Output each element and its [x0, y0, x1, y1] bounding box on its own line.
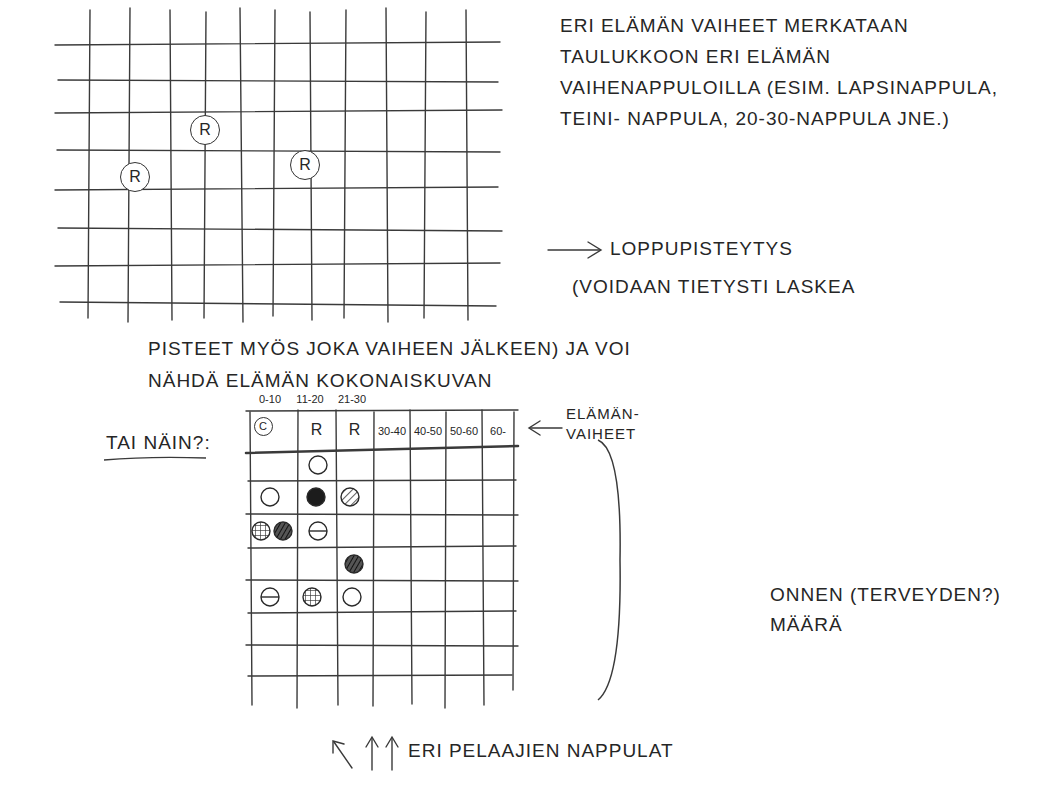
note-text: ERI ELÄMÄN VAIHEET MERKATAAN TAULUKKOON … [560, 10, 1000, 134]
column-label: 0-10 [250, 392, 290, 406]
circle-letter: R [199, 122, 211, 138]
column-label: 11-20 [290, 392, 330, 406]
note-text: NÄHDÄ ELÄMÄN KOKONAISKUVAN [148, 368, 493, 394]
player-pieces [252, 456, 363, 606]
note-text: ERI PELAAJIEN NAPPULAT [408, 738, 674, 764]
bottom-table [246, 410, 518, 708]
circled-letter: R [190, 115, 220, 145]
header-cell: 60- [483, 424, 513, 438]
arrow-symbol [529, 421, 562, 435]
note-heading: TAI NÄIN?: [106, 430, 211, 456]
bracket [598, 440, 620, 700]
header-cell: 30-40 [375, 424, 409, 438]
note-text: ELÄMÄN- VAIHEET [566, 404, 666, 444]
circle-letter: R [299, 157, 311, 173]
circled-letter: C [254, 417, 273, 436]
up-arrows [333, 737, 398, 770]
header-cell: 50-60 [447, 424, 481, 438]
note-text: LOPPUPISTEYTYS [610, 236, 793, 262]
circle-letter: C [259, 421, 267, 432]
underline [104, 457, 206, 460]
header-cell: R [338, 420, 372, 440]
note-text: ONNEN (TERVEYDEN?) MÄÄRÄ [770, 580, 1045, 640]
note-text: PISTEET MYÖS JOKA VAIHEEN JÄLKEEN) JA VO… [148, 336, 631, 362]
column-label: 21-30 [330, 392, 374, 406]
arrow-symbol [548, 242, 601, 258]
circle-letter: R [129, 169, 141, 185]
note-text: (VOIDAAN TIETYSTI LASKEA [572, 274, 855, 300]
top-grid [55, 8, 502, 322]
header-cell: 40-50 [411, 424, 445, 438]
circled-letter: R [120, 162, 150, 192]
circled-letter: R [290, 150, 320, 180]
header-cell: R [300, 420, 334, 440]
